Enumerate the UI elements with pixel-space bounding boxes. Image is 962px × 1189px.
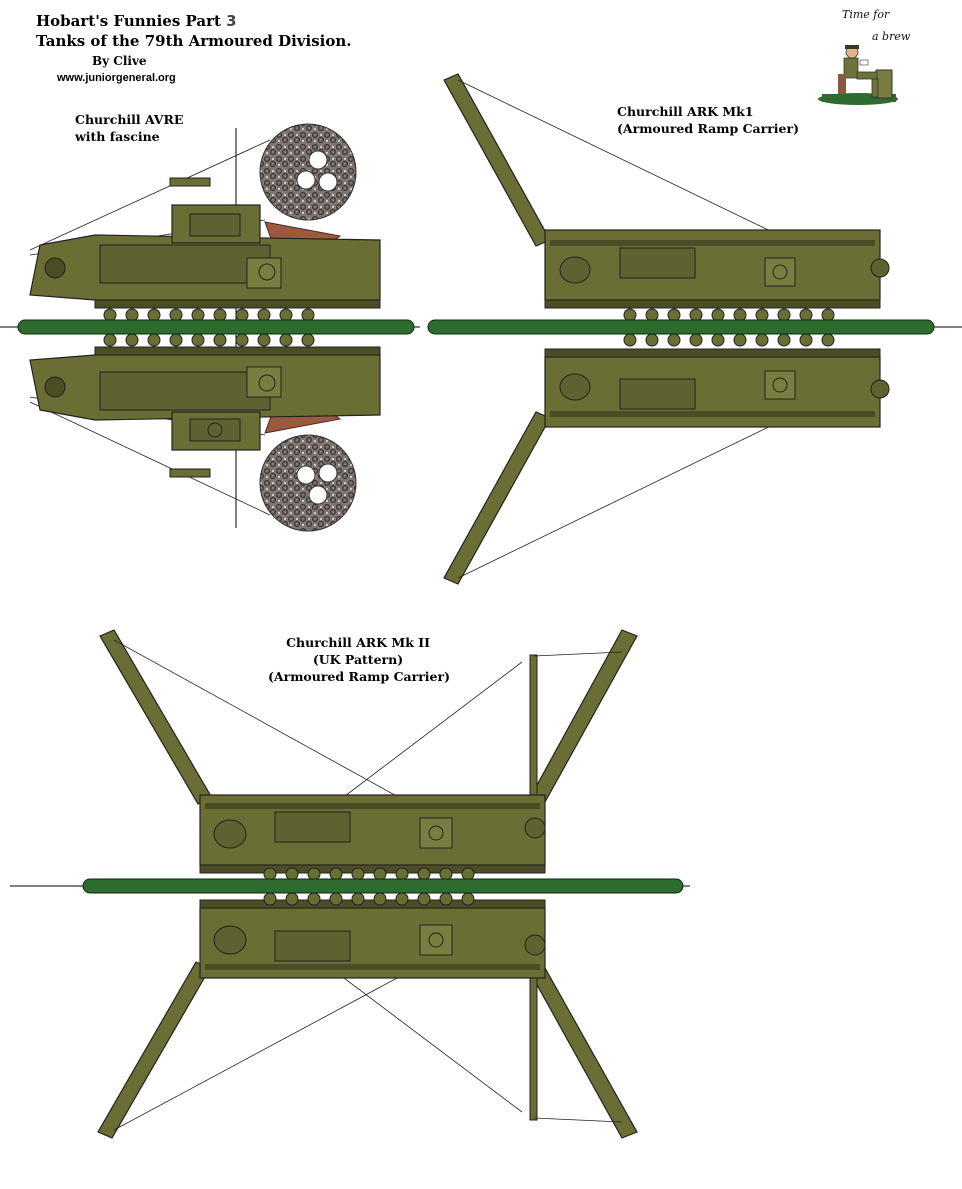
- ark2-label-line1: Churchill ARK Mk II: [286, 635, 430, 650]
- churchill-ark-mk1-tank: [427, 73, 962, 585]
- avre-fold-bar: [17, 319, 415, 335]
- churchill-ark-mk2-tank: [10, 629, 690, 1139]
- ark2-front-upper-ramp: [99, 629, 213, 805]
- ark2-fold-bar: [82, 878, 684, 894]
- website-link[interactable]: www.juniorgeneral.org: [57, 72, 176, 84]
- brew-badge-line1: Time for: [842, 8, 890, 21]
- ark1-upper-ramp: [443, 73, 551, 247]
- author-credit: By Clive: [92, 54, 147, 68]
- sheet-subtitle: Tanks of the 79th Armoured Division.: [36, 32, 352, 50]
- ark1-fold-bar: [427, 319, 935, 335]
- sheet-title: Hobart's Funnies Part 3: [36, 12, 237, 30]
- ark1-label: Churchill ARK Mk1 (Armoured Ramp Carrier…: [617, 103, 799, 137]
- avre-label-line2: with fascine: [75, 129, 160, 144]
- avre-label-line1: Churchill AVRE: [75, 112, 184, 127]
- ark2-label-line2: (UK Pattern): [312, 652, 404, 667]
- churchill-avre-tank: [0, 123, 420, 532]
- brew-badge-line2: a brew: [872, 30, 911, 43]
- avre-label: Churchill AVRE with fascine: [75, 111, 183, 145]
- ark1-label-line2: (Armoured Ramp Carrier): [617, 121, 799, 136]
- ark2-label-line3: (Armoured Ramp Carrier): [268, 669, 450, 684]
- ark2-label: Churchill ARK Mk II (UK Pattern) (Armour…: [268, 634, 450, 685]
- part-number: 3: [226, 12, 237, 30]
- tea-break-soldier-icon: [818, 45, 898, 105]
- ark2-front-lower-ramp: [97, 961, 211, 1139]
- ark2-rear-lower-ramp: [530, 967, 638, 1139]
- ark1-lower-ramp: [443, 411, 551, 585]
- ark1-label-line1: Churchill ARK Mk1: [617, 104, 754, 119]
